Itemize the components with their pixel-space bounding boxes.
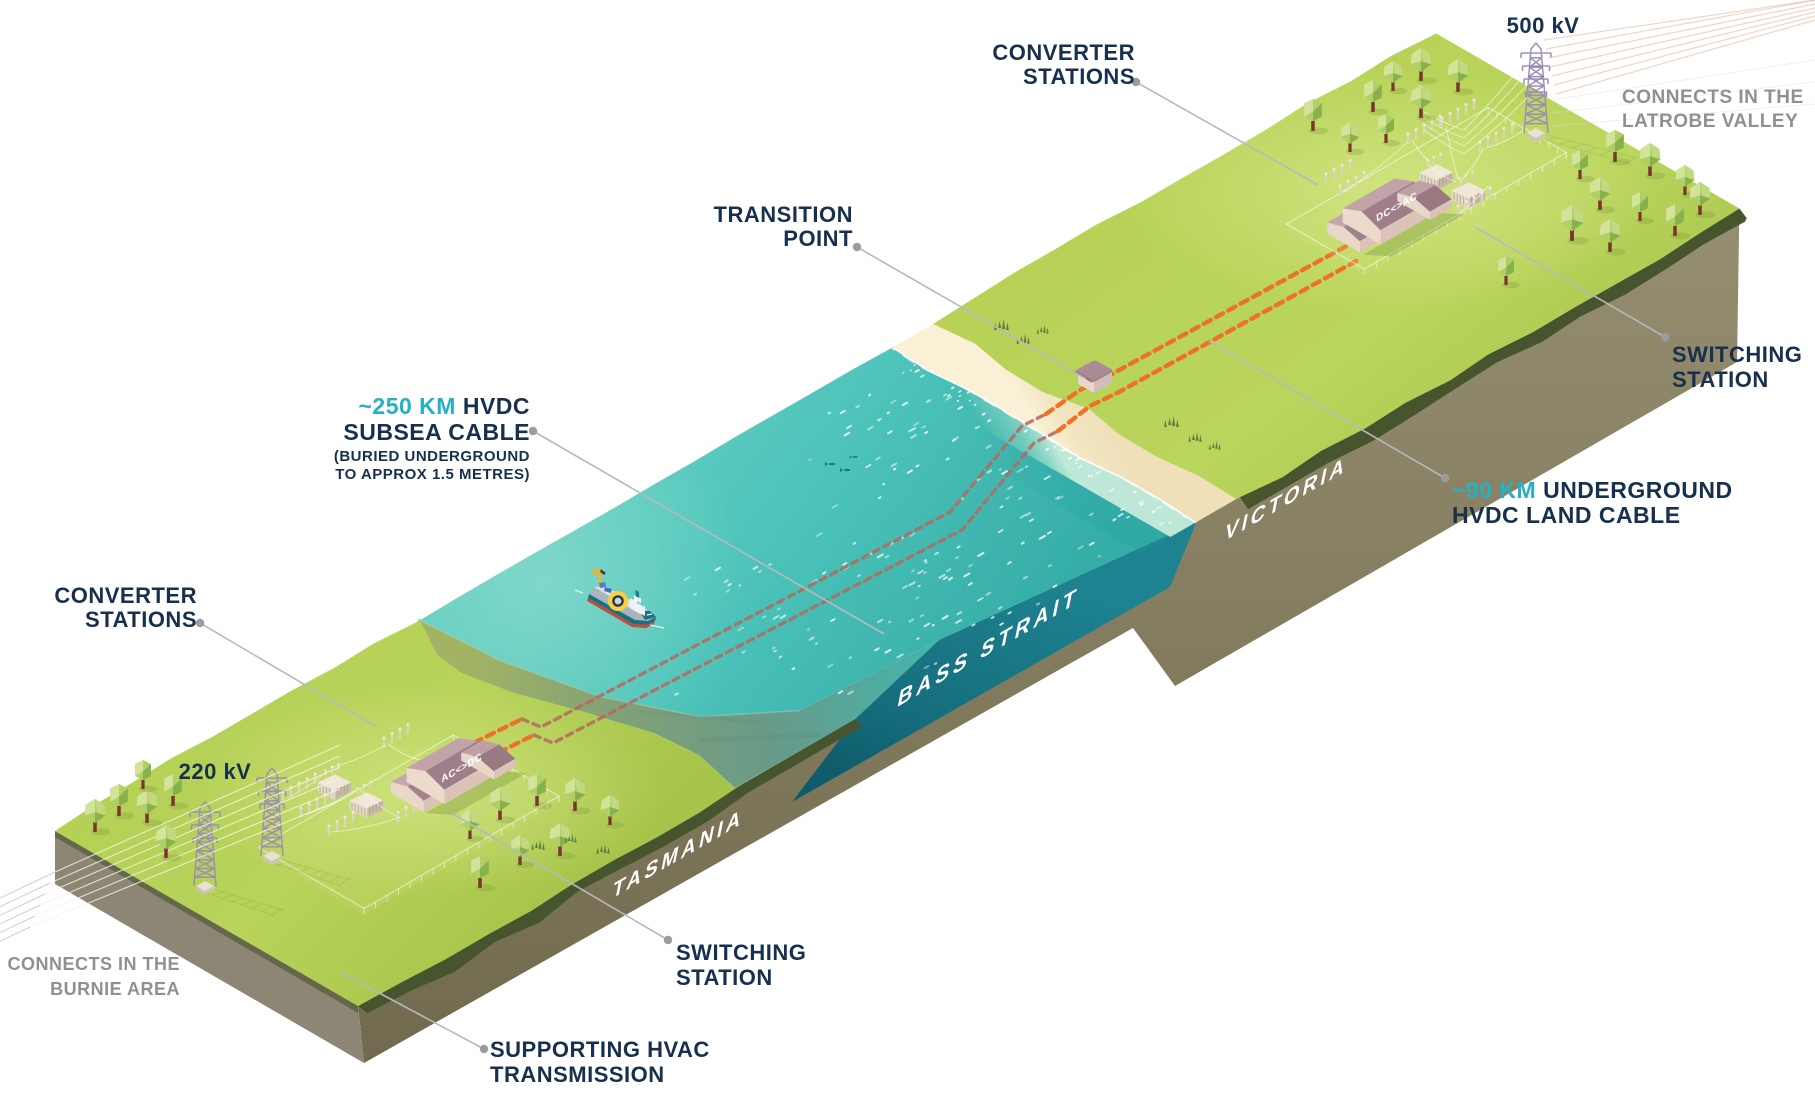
- svg-text:CONNECTS IN THE: CONNECTS IN THE: [7, 954, 180, 974]
- svg-text:~250 KM HVDC: ~250 KM HVDC: [358, 393, 530, 419]
- svg-text:SUPPORTING HVAC: SUPPORTING HVAC: [490, 1037, 710, 1062]
- svg-text:TO APPROX 1.5 METRES): TO APPROX 1.5 METRES): [335, 466, 530, 483]
- svg-text:POINT: POINT: [783, 226, 853, 251]
- svg-text:HVDC LAND CABLE: HVDC LAND CABLE: [1452, 502, 1681, 528]
- svg-text:~90 KM UNDERGROUND: ~90 KM UNDERGROUND: [1452, 477, 1733, 503]
- svg-text:SWITCHING: SWITCHING: [1672, 342, 1802, 367]
- svg-text:STATIONS: STATIONS: [1023, 64, 1135, 89]
- svg-text:STATIONS: STATIONS: [85, 607, 197, 632]
- svg-text:CONVERTER: CONVERTER: [54, 583, 197, 608]
- svg-text:(BURIED UNDERGROUND: (BURIED UNDERGROUND: [334, 448, 530, 465]
- svg-text:BURNIE AREA: BURNIE AREA: [50, 979, 180, 999]
- svg-text:SWITCHING: SWITCHING: [676, 940, 806, 965]
- svg-text:CONVERTER: CONVERTER: [992, 40, 1135, 65]
- svg-text:TRANSITION: TRANSITION: [714, 202, 853, 227]
- svg-text:STATION: STATION: [676, 965, 773, 990]
- svg-text:SUBSEA CABLE: SUBSEA CABLE: [343, 419, 530, 445]
- svg-text:STATION: STATION: [1672, 367, 1769, 392]
- svg-text:TRANSMISSION: TRANSMISSION: [490, 1062, 665, 1087]
- svg-text:LATROBE VALLEY: LATROBE VALLEY: [1622, 111, 1798, 132]
- svg-text:220 kV: 220 kV: [179, 759, 252, 784]
- svg-text:CONNECTS IN THE: CONNECTS IN THE: [1622, 87, 1804, 108]
- svg-text:500 kV: 500 kV: [1507, 13, 1580, 38]
